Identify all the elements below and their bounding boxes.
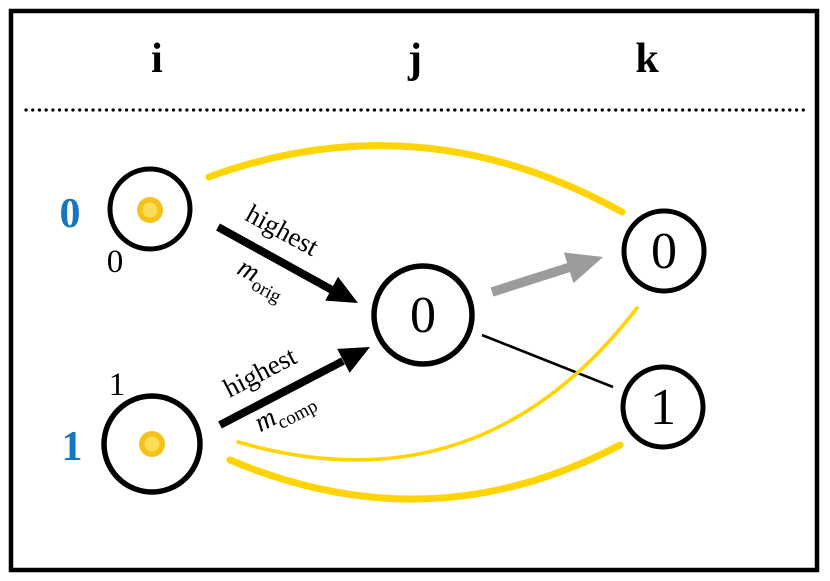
column-header-k: k xyxy=(635,36,659,82)
edge-i1-k1-yellow-curve xyxy=(226,441,624,503)
node-i0-blue-index: 0 xyxy=(60,191,81,237)
node-j0-circle xyxy=(371,263,475,367)
edge-i1-k0-yellow-thin-curve xyxy=(236,306,639,462)
arrow-orig-head xyxy=(325,276,358,303)
m-subscript-comp: comp xyxy=(274,396,321,434)
node-i0-corner-label: 0 xyxy=(107,244,124,280)
node-i1 xyxy=(101,393,203,495)
column-header-i: i xyxy=(151,36,163,82)
node-k0-circle xyxy=(621,208,707,294)
node-i1-dot xyxy=(144,436,160,452)
arrow-comp-head xyxy=(337,347,370,373)
node-i1-blue-index: 1 xyxy=(62,424,83,470)
node-k0-label: 0 xyxy=(651,223,677,280)
node-j0-label: 0 xyxy=(410,287,436,344)
column-header-j: j xyxy=(407,36,422,82)
node-j0: 0 xyxy=(371,263,475,367)
edge-j0-k1-line xyxy=(481,333,614,389)
arrow-j0-k0-gray xyxy=(490,252,603,297)
label-highest-orig: highest xyxy=(241,198,324,262)
node-i1-corner-label: 1 xyxy=(109,367,126,403)
node-i0 xyxy=(107,166,193,252)
figure-border xyxy=(8,8,820,573)
arrow-highest-m-comp: highest mcomp xyxy=(218,340,370,439)
arrow-orig-shaft xyxy=(216,223,334,294)
node-k0: 0 xyxy=(621,208,707,294)
node-k1: 1 xyxy=(620,364,706,450)
arrow-comp-shaft xyxy=(218,357,345,429)
arrow-highest-m-orig: highest morig xyxy=(216,198,358,308)
edge-i0-k0-yellow-curve xyxy=(205,142,626,216)
label-highest-comp: highest xyxy=(218,340,301,403)
gray-arrow-shaft xyxy=(490,261,574,297)
gray-arrow-head xyxy=(563,252,603,284)
node-k1-label: 1 xyxy=(650,379,676,436)
node-k1-circle xyxy=(620,364,706,450)
node-i0-dot xyxy=(142,202,158,218)
